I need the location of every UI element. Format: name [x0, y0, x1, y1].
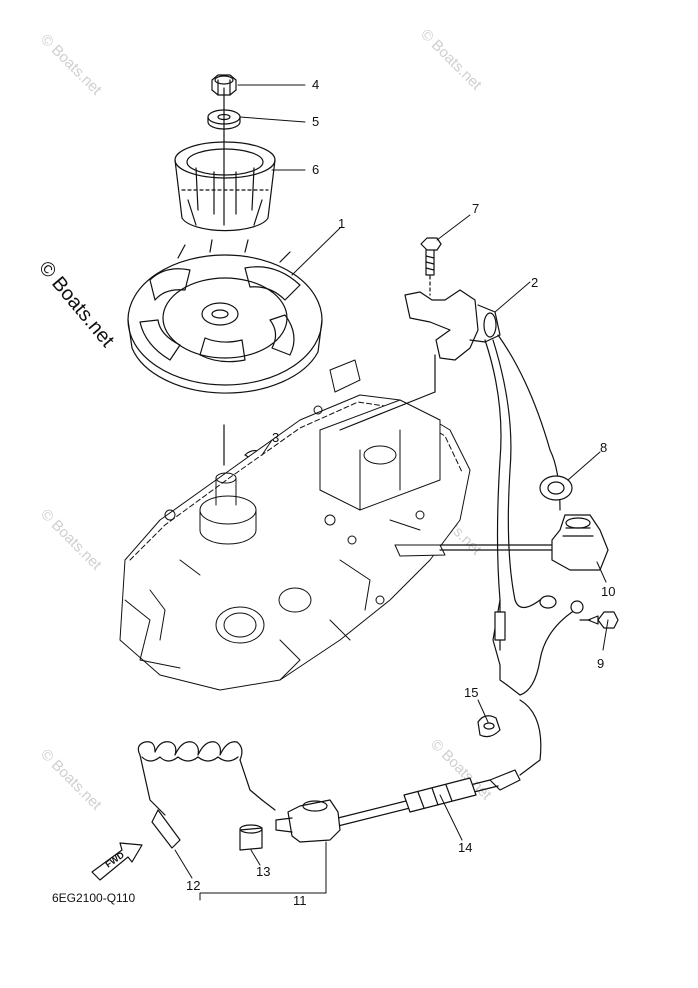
callout-8: 8: [600, 440, 607, 455]
grommet-part: [539, 475, 573, 501]
callout-6: 6: [312, 162, 319, 177]
stop-switch-lead-part: [329, 699, 542, 827]
callout-9: 9: [597, 656, 604, 671]
callout-7: 7: [472, 201, 479, 216]
pulser-coil-part: [339, 289, 501, 431]
callout-13: 13: [256, 864, 270, 879]
watermark-bottom-left: © Boats.net: [37, 746, 105, 814]
callout-15: 15: [464, 685, 478, 700]
starter-pulley-part: [174, 87, 276, 232]
bolt-part: [420, 237, 442, 296]
callout-5: 5: [312, 114, 319, 129]
callout-11: 11: [293, 893, 307, 908]
callout-labels: 1 2 3 4 5 6 7 8 9 10 11 12 13 14 15: [186, 77, 615, 908]
fwd-arrow-icon: FWD: [91, 842, 143, 881]
leader-lines: [174, 84, 609, 901]
spark-plug-cap-part: [439, 514, 609, 571]
engine-block: [119, 359, 471, 691]
wire-harness: [484, 334, 584, 696]
callout-10: 10: [601, 584, 615, 599]
watermark-prominent: © Boats.net: [34, 257, 118, 352]
callout-4: 4: [312, 77, 319, 92]
cap-part: [239, 824, 263, 851]
callout-3: 3: [272, 430, 279, 445]
callout-14: 14: [458, 840, 472, 855]
watermark-mid-left: © Boats.net: [37, 506, 105, 574]
diagram-code: 6EG2100-Q110: [52, 891, 135, 905]
stop-switch-body-part: [275, 799, 341, 843]
watermark-top-right: © Boats.net: [417, 26, 485, 94]
lanyard-part: [137, 741, 276, 849]
nut-part: [211, 74, 237, 96]
callout-12: 12: [186, 878, 200, 893]
callout-1: 1: [338, 216, 345, 231]
callout-2: 2: [531, 275, 538, 290]
watermark-top-left: © Boats.net: [37, 31, 105, 99]
clamp-part: [477, 715, 501, 738]
flywheel-part: [127, 239, 323, 466]
screw-part: [579, 611, 619, 629]
